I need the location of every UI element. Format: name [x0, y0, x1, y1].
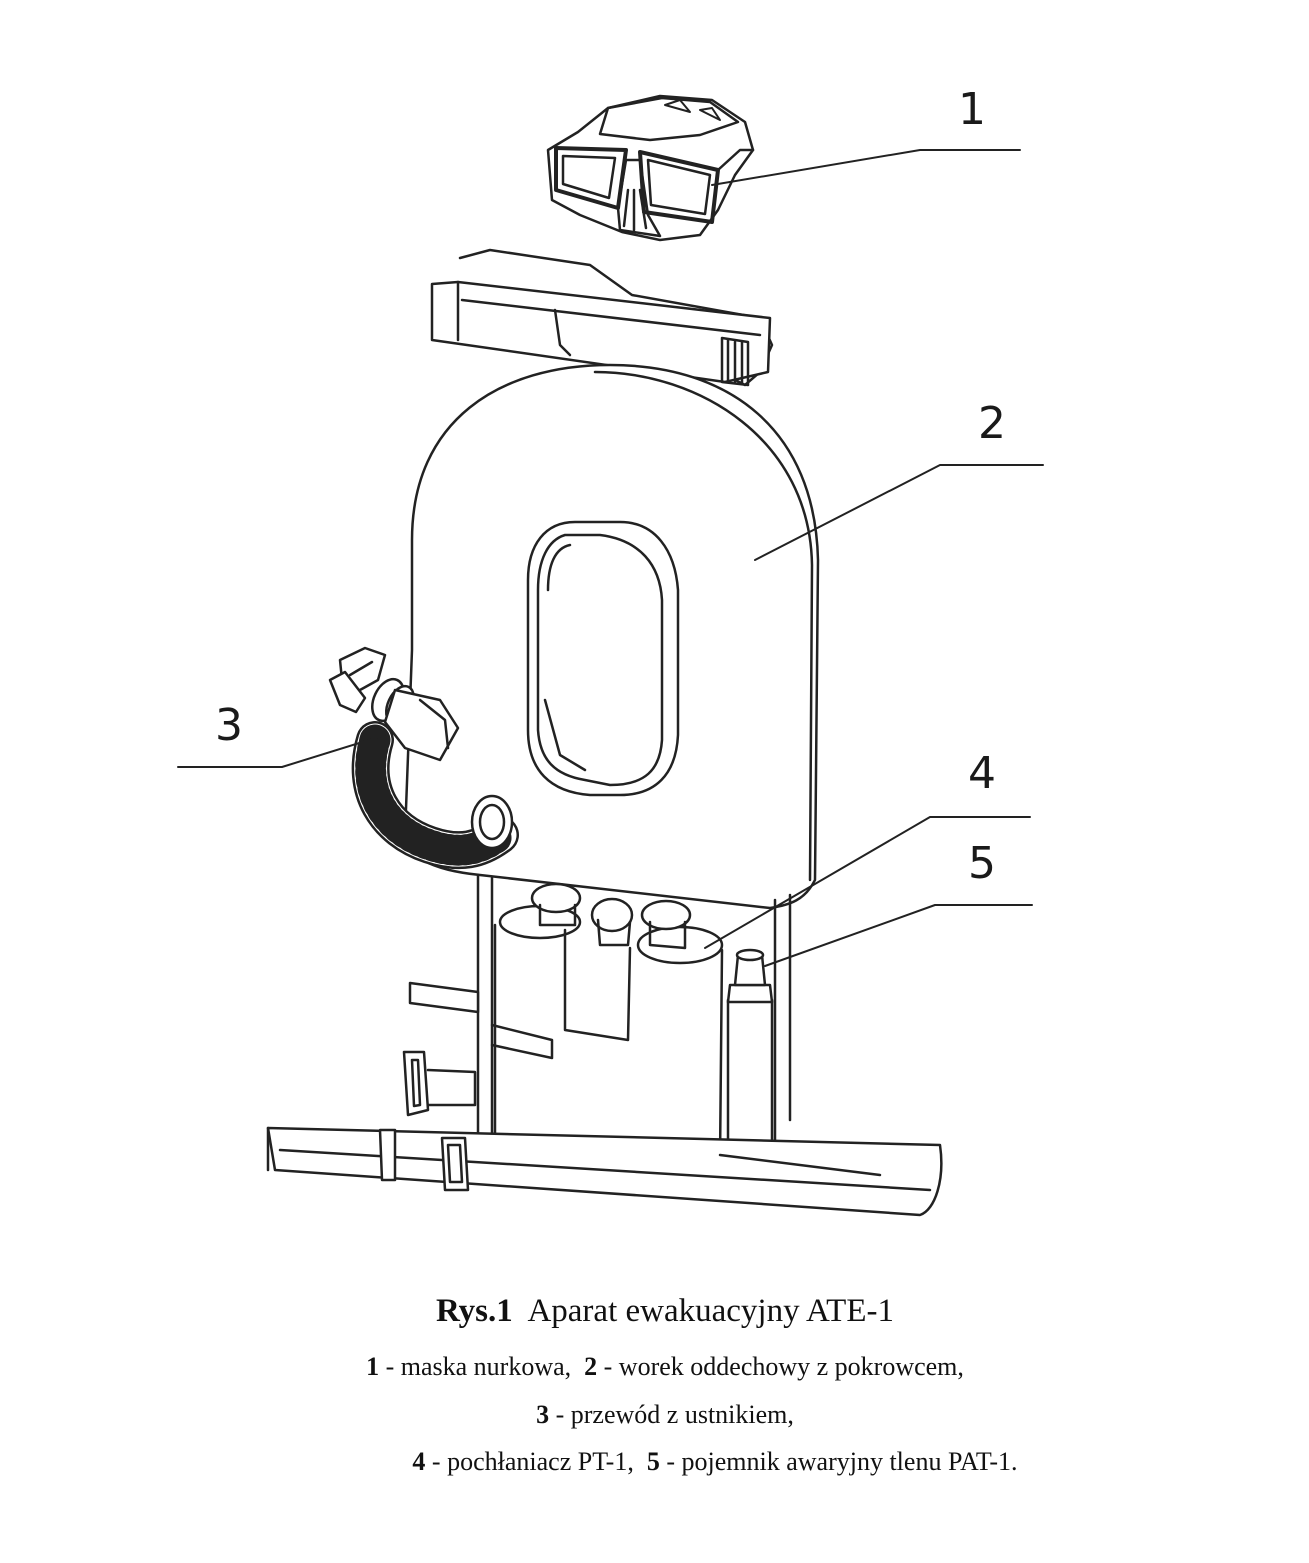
leader-line-1	[711, 149, 1021, 186]
figure-title: Aparat ewakuacyjny ATE-1	[527, 1293, 894, 1329]
leader-lines	[177, 149, 1044, 967]
legend-line-2: 3 - przewód z ustnikiem,	[0, 1400, 1309, 1430]
callout-number-2: 2	[978, 398, 1006, 449]
legend-num: 5	[646, 1447, 660, 1476]
breathing-bag	[403, 363, 820, 910]
head-strap	[430, 248, 774, 387]
legend-num: 3	[536, 1400, 550, 1429]
leader-line-3	[177, 734, 386, 768]
figure-label: Rys.1	[436, 1293, 513, 1329]
callout-number-1: 1	[958, 84, 986, 135]
legend-text: - pochłaniacz PT-1,	[425, 1447, 647, 1476]
legend-num: 2	[584, 1352, 598, 1381]
apparatus-drawing	[177, 94, 1044, 1217]
legend-text: - maska nurkowa,	[379, 1352, 585, 1381]
hose-mouthpiece	[328, 646, 519, 870]
legend-text: - przewód z ustnikiem,	[549, 1400, 794, 1429]
leader-line-2	[754, 464, 1044, 561]
figure-caption-title: Rys.1 Aparat ewakuacyjny ATE-1	[0, 1293, 1309, 1330]
legend-num: 1	[366, 1352, 380, 1381]
legend-text: - pojemnik awaryjny tlenu PAT-1.	[659, 1447, 1018, 1476]
oxygen-cylinder	[726, 948, 774, 1162]
straps	[266, 981, 943, 1217]
frame	[476, 873, 792, 1152]
legend-num: 4	[412, 1447, 426, 1476]
absorber-canister	[490, 882, 724, 1162]
legend-line-1: 1 - maska nurkowa, 2 - worek oddechowy z…	[0, 1352, 1309, 1382]
callout-number-3: 3	[215, 700, 243, 751]
callout-number-4: 4	[968, 748, 996, 799]
leader-line-5	[764, 904, 1033, 967]
legend-text: - worek oddechowy z pokrowcem,	[597, 1352, 964, 1381]
legend-line-3: 4 - pochłaniacz PT-1, 5 - pojemnik awary…	[0, 1447, 1309, 1477]
callout-number-5: 5	[968, 838, 996, 889]
dive-mask	[546, 94, 755, 242]
leader-line-4	[704, 816, 1031, 949]
